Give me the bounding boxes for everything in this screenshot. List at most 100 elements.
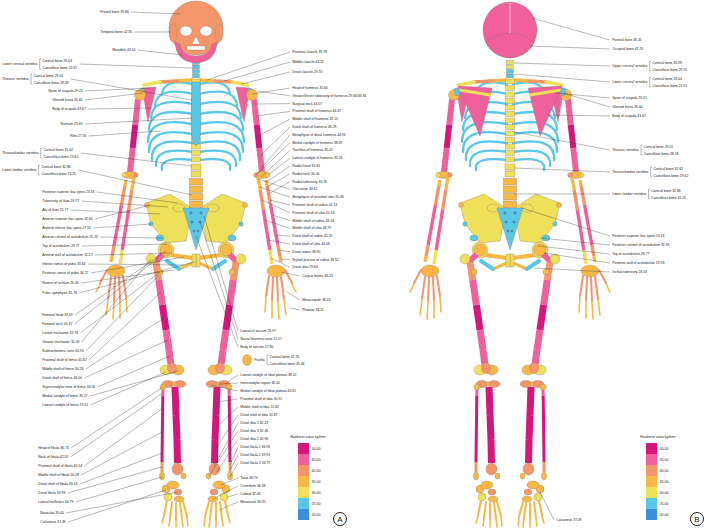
value-label: Sternum 25.69 [60, 122, 83, 126]
leader-line [548, 115, 610, 116]
leader-line [534, 268, 610, 272]
leader-line [131, 12, 180, 14]
leader-line [71, 210, 160, 214]
value-label: Trochlea of humerus 35.02 [292, 148, 333, 152]
value-label: Proximal clavicle 33.78 [292, 50, 327, 54]
bracket [650, 77, 651, 87]
value-label: Cortical bone 26.04 [42, 59, 72, 63]
value-label: Distal shaft of tibia 50.87 [240, 413, 278, 417]
leader-line [219, 502, 238, 510]
legend-value: 20.00 [312, 513, 321, 517]
value-label: Cancellous bone 31.25 [41, 172, 76, 176]
leader-line [86, 276, 158, 351]
leader-line [81, 432, 162, 475]
leader-line [75, 258, 158, 324]
leader-line [514, 74, 610, 82]
value-label: Middle shaft of radius 43.14 [292, 219, 334, 223]
value-label: Carpus bones 36.23 [302, 274, 333, 278]
legend-swatch [646, 476, 657, 487]
skeleton-part [486, 33, 534, 58]
skeleton-part [191, 82, 201, 146]
value-label: Proximal shaft of fibula 49.14 [38, 464, 82, 468]
value-label: Cancellous bone 22.92 [42, 66, 77, 70]
value-label: Cortical bone 32.86 [651, 189, 681, 193]
value-label: Phalanx 34.11 [302, 308, 324, 312]
value-label: Cortical bone 26.04 [652, 77, 682, 81]
leader-line [79, 64, 192, 68]
value-label: Metatarsal 36.35 [240, 500, 266, 504]
leader-line [134, 32, 171, 33]
value-label: Cancellous bone 31.25 [651, 196, 686, 200]
legend-value: 35.00 [312, 480, 321, 484]
value-label: Cuboid 32.08 [240, 492, 261, 496]
legend-value: 45.00 [312, 458, 321, 462]
value-label: Femoral neck 45.37 [42, 322, 73, 326]
skeleton-part [483, 2, 537, 58]
value-label: Hardness value kg/mm² [640, 435, 676, 439]
leader-line [93, 224, 151, 228]
leader-line [540, 238, 610, 245]
legend-value: 50.00 [660, 447, 669, 451]
value-label: Distal fibula 39.93 [38, 491, 66, 495]
leader-line [84, 408, 163, 466]
value-label: Distal clavicle 29.70 [292, 70, 323, 74]
leader-line [66, 492, 178, 513]
value-label: Distal shaft of humerus 46.29 [292, 125, 337, 129]
value-label: Cortical bone 41.76 [269, 355, 299, 359]
leader-line [258, 119, 290, 136]
skeleton-part [510, 80, 610, 527]
value-label: Distal tibia 3 32.46 [240, 429, 269, 433]
value-label: Body of scapula 43.67 [612, 114, 646, 118]
value-label: Middle shaft of humerus 49.15 [292, 117, 338, 121]
legend-swatch [298, 454, 309, 465]
leader-line [204, 216, 238, 331]
leader-line [555, 93, 610, 98]
value-label: Thoracolumbar vertebra [2, 151, 39, 155]
skeleton-part [200, 26, 212, 36]
value-label: Anterior column of acetabulum 25.23 [42, 235, 98, 239]
leader-line [85, 88, 150, 91]
value-label: Occipital bone 47.29 [612, 47, 644, 51]
legend-value: 40.00 [312, 469, 321, 473]
bracket [41, 148, 42, 158]
skeleton-part [180, 26, 192, 36]
legend-value: 30.00 [312, 491, 321, 495]
skeleton-part [175, 42, 217, 63]
value-label: Distal tibia 1 42.23 [240, 421, 269, 425]
legend-swatch [646, 454, 657, 465]
value-label: Cancellous bone 22.92 [652, 84, 687, 88]
value-label: Patella [254, 358, 265, 362]
value-label: Posterior superior iliac spine 23.33 [612, 234, 665, 238]
legend-swatch [298, 487, 309, 498]
legend-swatch [298, 476, 309, 487]
value-label: Proximal shaft of humerus 46.37 [292, 109, 341, 113]
value-label: Metaphysis of proximal ulna 35.36 [292, 195, 344, 199]
skeleton-part [507, 74, 514, 78]
leader-line [90, 372, 166, 405]
leader-line [514, 63, 610, 66]
value-label: Anterior wall of acetabulum 31.17 [42, 253, 93, 257]
value-label: Lesser trochanter 32.78 [42, 331, 78, 335]
leader-line [276, 235, 290, 236]
leader-line [514, 132, 610, 150]
leader-line [563, 93, 610, 107]
leader-line [68, 490, 166, 522]
leader-line [279, 250, 290, 252]
leader-line [287, 292, 300, 300]
skeleton-part [507, 65, 514, 69]
panel-letter-circle: B [690, 512, 704, 526]
leader-line [68, 467, 162, 493]
value-label: Cortical bone 32.86 [41, 165, 71, 169]
value-label: Metaphysis of distal humerus 44.96 [292, 133, 346, 137]
value-label: Spine of scapula 29.21 [48, 89, 83, 93]
leader-line [281, 259, 291, 261]
value-label: Sacral foramina zone 21.57 [240, 337, 282, 341]
leader-line [217, 399, 239, 402]
leader-line [86, 318, 164, 369]
leader-line [514, 168, 610, 172]
leader-line [260, 187, 290, 197]
leader-line [80, 453, 162, 484]
leader-line [227, 494, 238, 497]
bracket [267, 355, 268, 365]
